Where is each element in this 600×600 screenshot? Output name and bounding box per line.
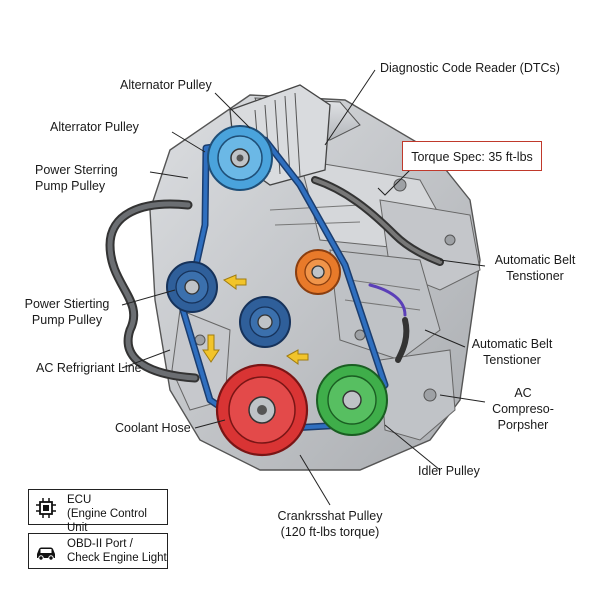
label-line: Crankrsshat Pulley (277, 509, 383, 523)
alternator-pulley (207, 125, 273, 191)
label-line: Tenstioner (506, 269, 564, 283)
label-line: (120 ft-lbs torque) (280, 525, 380, 539)
tensioner-pulley (295, 249, 341, 295)
label-ac-refrigerant-line: AC Refrigriant Line (36, 361, 142, 375)
label-diagnostic-code-reader: Diagnostic Code Reader (DTCs) (380, 61, 560, 75)
torque-spec-box: Torque Spec: 35 ft-lbs (402, 141, 542, 171)
hoses (105, 176, 444, 383)
label-line: Power Stierting (24, 297, 110, 311)
label-line: Compreso- (492, 402, 554, 416)
label-power-steering-pump-pulley-2: Power Stierting Pump Pulley (12, 296, 122, 328)
label-line: Pump Pulley (31, 313, 103, 327)
idler-pulley-mid (239, 296, 291, 348)
label-line: AC (514, 386, 532, 400)
label-line: Tenstioner (483, 353, 541, 367)
legend-obd: OBD-II Port / Check Engine Light (28, 533, 168, 569)
label-crankshaft-pulley: Crankrsshat Pulley (120 ft-lbs torque) (260, 508, 400, 540)
rotation-arrows (202, 274, 309, 365)
legend-line: OBD-II Port / (67, 538, 133, 550)
legend-line: ECU (67, 494, 92, 506)
leader-lines (121, 69, 486, 506)
label-idler-pulley: Idler Pulley (418, 464, 480, 478)
car-icon (37, 547, 55, 561)
label-coolant-hose: Coolant Hose (115, 421, 191, 435)
label-line: Porpsher (497, 418, 549, 432)
label-automatic-belt-tensioner: Automatic Belt Tenstioner (485, 252, 585, 284)
label-alternator-pulley: Alternator Pulley (120, 78, 212, 92)
legend-obd-text: OBD-II Port / Check Engine Light (67, 537, 167, 565)
label-ac-compressor: AC Compreso- Porpsher (478, 385, 568, 433)
legend-line: (Engine Control Unit (67, 508, 147, 534)
label-line: Power Sterring (35, 163, 118, 177)
label-line: Automatic Belt (471, 337, 553, 351)
legend-ecu: ECU (Engine Control Unit (28, 489, 168, 534)
label-alternator-pulley-2: Alterrator Pulley (50, 120, 139, 134)
label-automatic-belt-tensioner-2: Automatic Belt Tenstioner (462, 336, 562, 368)
crankshaft-pulley (215, 363, 309, 457)
power-steering-pump-pulley (166, 261, 218, 313)
chip-icon (36, 498, 56, 518)
label-line: Automatic Belt (494, 253, 576, 267)
label-line: Pump Pulley (35, 179, 106, 193)
idler-pulley-green (316, 364, 388, 436)
label-power-steering-pump-pulley: Power Sterring Pump Pulley (35, 162, 118, 194)
legend-ecu-text: ECU (Engine Control Unit (67, 493, 167, 535)
legend-line: Check Engine Light (67, 552, 167, 564)
